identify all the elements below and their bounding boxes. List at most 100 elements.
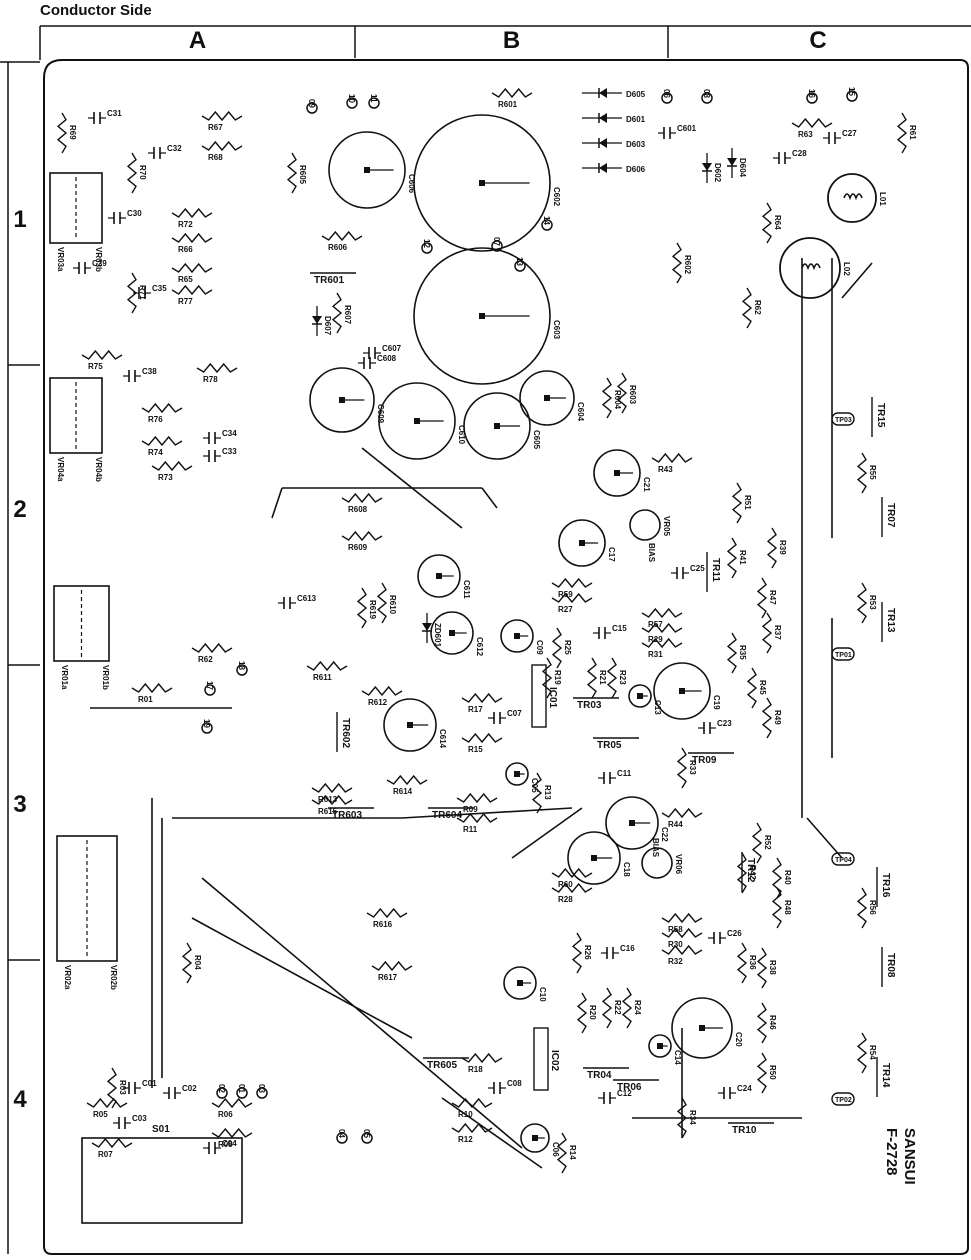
resistor-label: R41 — [738, 550, 747, 565]
electrolytic-label: C610 — [457, 425, 466, 445]
electrolytic-c614: C614 — [383, 698, 447, 752]
pot-label: VR01a — [60, 665, 69, 690]
capacitor-c15: C15 — [593, 624, 627, 639]
electrolytic-label: C21 — [642, 477, 651, 492]
resistor-label: R615 — [318, 807, 338, 816]
electrolytic-c13: C13 — [628, 684, 662, 715]
resistor-label: R25 — [563, 640, 572, 655]
resistor-r31: R31 — [641, 637, 683, 659]
electrolytic-c09: C09 — [500, 619, 544, 655]
resistor-label: R77 — [178, 297, 193, 306]
capacitor-label: C01 — [142, 1079, 157, 1088]
resistor-r39: R39 — [766, 527, 787, 569]
pot-label: VR02b — [109, 965, 118, 990]
capacitor-c33: C33 — [203, 447, 237, 462]
resistor-r612: R612 — [361, 685, 403, 707]
resistor-r06: R06 — [211, 1097, 253, 1119]
resistor-label: R62 — [753, 300, 762, 315]
transistor-label: TR04 — [587, 1070, 612, 1081]
row-1: 1 — [13, 206, 27, 233]
capacitor-label: C31 — [107, 109, 122, 118]
transistor-tr605: TR605 — [423, 1057, 469, 1071]
resistor-r52: R52 — [751, 822, 772, 864]
transistor-label: TR03 — [577, 700, 602, 711]
resistor-r43: R43 — [651, 452, 693, 474]
terminal-08: 08 — [701, 89, 713, 104]
transistor-tr09: TR09 — [688, 752, 734, 766]
resistor-r78: R78 — [196, 362, 238, 384]
resistor-r47: R47 — [756, 577, 777, 619]
resistor-r14: R14 — [556, 1132, 577, 1174]
resistor-r49: R49 — [761, 697, 782, 739]
resistor-r76: R76 — [141, 402, 183, 424]
transistor-tr604: TR604 — [428, 807, 474, 821]
pot-label: VR02a — [63, 965, 72, 990]
capacitor-c07: C07 — [488, 709, 522, 724]
resistor-r25: R25 — [551, 627, 572, 669]
resistor-label: R38 — [768, 960, 777, 975]
diode-d603: D603 — [582, 138, 646, 149]
resistor-r77: R77 — [171, 284, 213, 306]
capacitor-c34: C34 — [203, 429, 237, 444]
resistor-r35: R35 — [726, 632, 747, 674]
capacitor-label: C33 — [222, 447, 237, 456]
resistor-label: R65 — [178, 275, 193, 284]
resistor-label: R74 — [148, 448, 163, 457]
resistor-r606: R606 — [321, 230, 363, 252]
resistor-r07: R07 — [91, 1137, 133, 1159]
terminal-16: 16 — [806, 89, 818, 104]
test-point-tp01: TP01 — [831, 647, 855, 661]
capacitor-c608: C608 — [358, 354, 397, 369]
resistor-r602: R602 — [671, 242, 692, 284]
resistor-r610: R610 — [376, 582, 397, 624]
capacitor-label: C32 — [167, 144, 182, 153]
transistor-label: TR10 — [732, 1125, 757, 1136]
capacitor-label: C607 — [382, 344, 402, 353]
resistor-r54: R54 — [856, 1032, 877, 1074]
electrolytic-label: C14 — [673, 1050, 682, 1065]
electrolytic-label: C17 — [607, 547, 616, 562]
capacitor-label: C27 — [842, 129, 857, 138]
test-point-label: TP04 — [835, 857, 852, 864]
diode-d606: D606 — [582, 163, 646, 174]
resistor-r45: R45 — [746, 667, 767, 709]
capacitor-label: C12 — [617, 1089, 632, 1098]
electrolytic-c19: C19 — [653, 662, 721, 720]
transistor-tr07: TR07 — [881, 497, 896, 537]
test-point-tp02: TP02 — [831, 1092, 855, 1106]
diode-d605: D605 — [582, 88, 646, 99]
resistor-r72: R72 — [171, 207, 213, 229]
resistor-r69: R69 — [56, 112, 77, 154]
capacitor-c30: C30 — [108, 209, 142, 224]
ic-label: IC01 — [547, 687, 558, 709]
capacitor-label: C613 — [297, 594, 317, 603]
pot-block: VR02a VR02b — [56, 835, 118, 990]
transistor-label: TR605 — [427, 1060, 457, 1071]
resistor-r619: R619 — [356, 587, 377, 629]
resistor-r64: R64 — [761, 202, 782, 244]
resistor-label: R617 — [378, 973, 398, 982]
resistor-r55: R55 — [856, 452, 877, 494]
resistor-r28: R28 — [551, 882, 593, 904]
resistor-label: R67 — [208, 123, 223, 132]
capacitor-label: C04 — [222, 1139, 237, 1148]
terminal-07: 07 — [491, 237, 503, 252]
electrolytic-c611: C611 — [417, 554, 471, 599]
row-4: 4 — [13, 1086, 27, 1113]
capacitor-c01: C01 — [123, 1079, 157, 1094]
resistor-label: R616 — [373, 920, 393, 929]
terminal-label: 11 — [369, 94, 378, 103]
resistor-label: R37 — [773, 625, 782, 640]
coil-label: L01 — [878, 192, 887, 206]
maker-name: SANSUI — [901, 1128, 918, 1185]
resistor-label: R10 — [458, 1110, 473, 1119]
resistor-label: R49 — [773, 710, 782, 725]
electrolytic-c605: C605 — [463, 392, 541, 460]
resistor-label: R01 — [138, 695, 153, 704]
resistor-label: R603 — [628, 385, 637, 405]
capacitor-c25: C25 — [671, 564, 705, 579]
resistor-r05: R05 — [86, 1097, 128, 1119]
bias-label: BIAS — [651, 838, 660, 858]
